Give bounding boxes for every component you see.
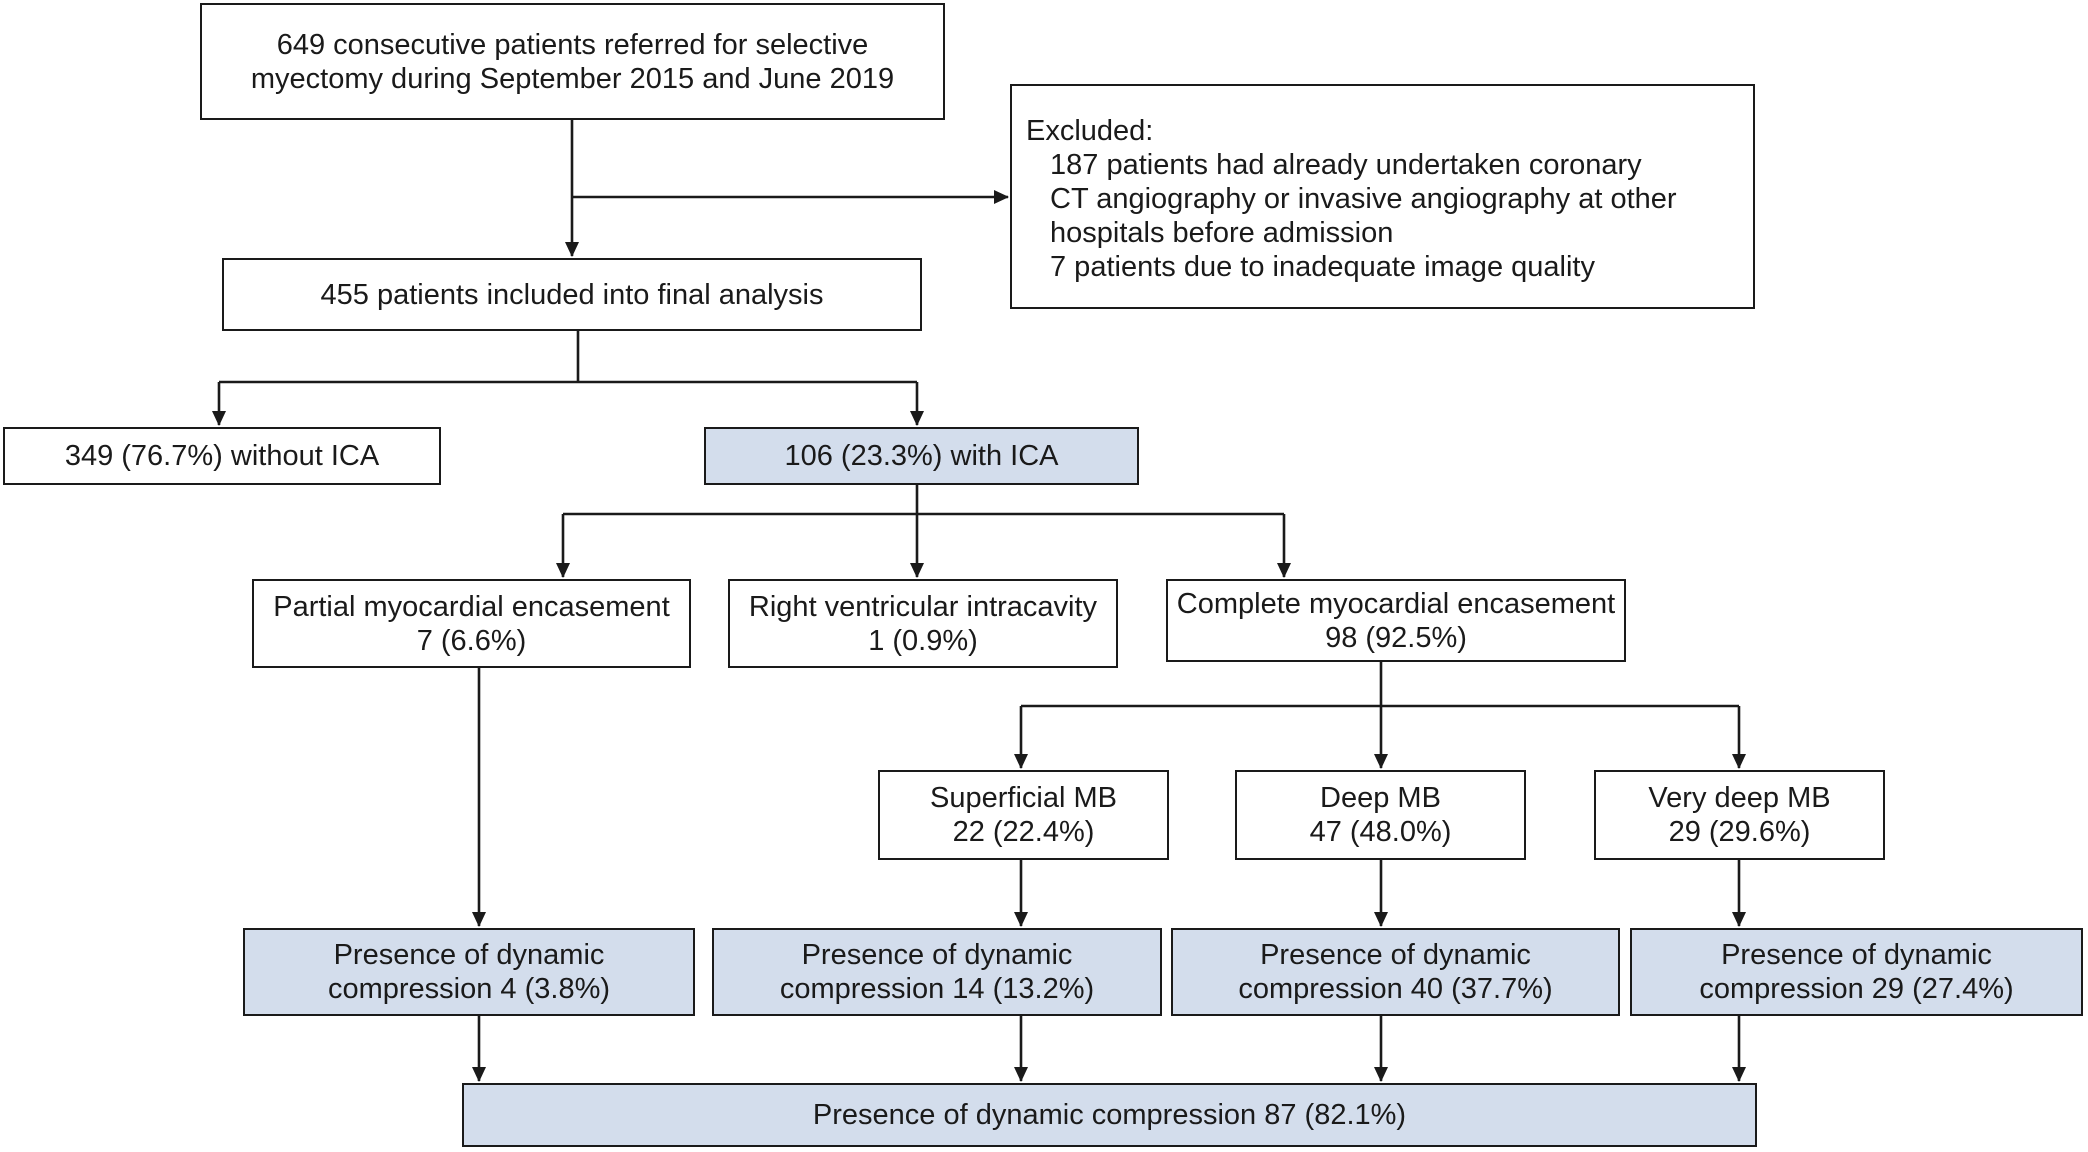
- referred-line-2: myectomy during September 2015 and June …: [250, 62, 895, 95]
- dynamic-compression-superficial-box: Presence of dynamic compression 14 (13.2…: [712, 928, 1162, 1016]
- included-box: 455 patients included into final analysi…: [222, 258, 922, 331]
- with-ica-box: 106 (23.3%) with ICA: [704, 427, 1139, 485]
- dynamic-compression-partial-box: Presence of dynamic compression 4 (3.8%): [243, 928, 695, 1016]
- included-text: 455 patients included into final analysi…: [320, 278, 824, 311]
- dyn-deep-line-2: compression 40 (37.7%): [1238, 973, 1553, 1005]
- excluded-line-4: 7 patients due to inadequate image quali…: [1050, 251, 1595, 283]
- very-deep-line-1: Very deep MB: [1648, 782, 1831, 814]
- referred-patients-box: 649 consecutive patients referred for se…: [200, 3, 945, 120]
- deep-line-2: 47 (48.0%): [1309, 816, 1452, 848]
- superficial-line-1: Superficial MB: [930, 782, 1117, 814]
- very-deep-line-2: 29 (29.6%): [1668, 816, 1811, 848]
- without-ica-text: 349 (76.7%) without ICA: [64, 440, 380, 472]
- superficial-mb-box: Superficial MB 22 (22.4%): [878, 770, 1169, 860]
- excluded-line-1: 187 patients had already undertaken coro…: [1050, 149, 1642, 181]
- excluded-line-2: CT angiography or invasive angiography a…: [1050, 183, 1677, 215]
- right-ventricular-box: Right ventricular intracavity 1 (0.9%): [728, 579, 1118, 668]
- complete-line-2: 98 (92.5%): [1325, 621, 1467, 654]
- dyn-very-deep-line-2: compression 29 (27.4%): [1699, 973, 2014, 1005]
- dyn-superficial-line-2: compression 14 (13.2%): [779, 973, 1095, 1005]
- complete-line-1: Complete myocardial encasement: [1176, 587, 1616, 620]
- dyn-partial-line-2: compression 4 (3.8%): [327, 973, 611, 1005]
- right-ventricular-line-1: Right ventricular intracavity: [748, 590, 1098, 623]
- excluded-box: Excluded: 187 patients had already under…: [1010, 84, 1755, 309]
- deep-mb-box: Deep MB 47 (48.0%): [1235, 770, 1526, 860]
- deep-line-1: Deep MB: [1320, 782, 1441, 814]
- partial-line-2: 7 (6.6%): [416, 624, 527, 657]
- dyn-partial-line-1: Presence of dynamic: [333, 939, 605, 971]
- without-ica-box: 349 (76.7%) without ICA: [3, 427, 441, 485]
- with-ica-text: 106 (23.3%) with ICA: [784, 440, 1059, 472]
- referred-line-1: 649 consecutive patients referred for se…: [276, 28, 869, 61]
- dynamic-compression-total-box: Presence of dynamic compression 87 (82.1…: [462, 1083, 1757, 1147]
- dynamic-compression-deep-box: Presence of dynamic compression 40 (37.7…: [1171, 928, 1620, 1016]
- very-deep-mb-box: Very deep MB 29 (29.6%): [1594, 770, 1885, 860]
- partial-line-1: Partial myocardial encasement: [273, 590, 670, 623]
- dyn-total-text: Presence of dynamic compression 87 (82.1…: [812, 1099, 1407, 1131]
- excluded-title: Excluded:: [1026, 115, 1154, 147]
- dyn-deep-line-1: Presence of dynamic: [1260, 939, 1531, 971]
- right-ventricular-line-2: 1 (0.9%): [868, 624, 978, 657]
- dyn-superficial-line-1: Presence of dynamic: [801, 939, 1073, 971]
- excluded-line-3: hospitals before admission: [1050, 217, 1394, 249]
- superficial-line-2: 22 (22.4%): [952, 816, 1095, 848]
- partial-encasement-box: Partial myocardial encasement 7 (6.6%): [252, 579, 691, 668]
- dyn-very-deep-line-1: Presence of dynamic: [1721, 939, 1992, 971]
- dynamic-compression-very-deep-box: Presence of dynamic compression 29 (27.4…: [1630, 928, 2083, 1016]
- complete-encasement-box: Complete myocardial encasement 98 (92.5%…: [1166, 579, 1626, 662]
